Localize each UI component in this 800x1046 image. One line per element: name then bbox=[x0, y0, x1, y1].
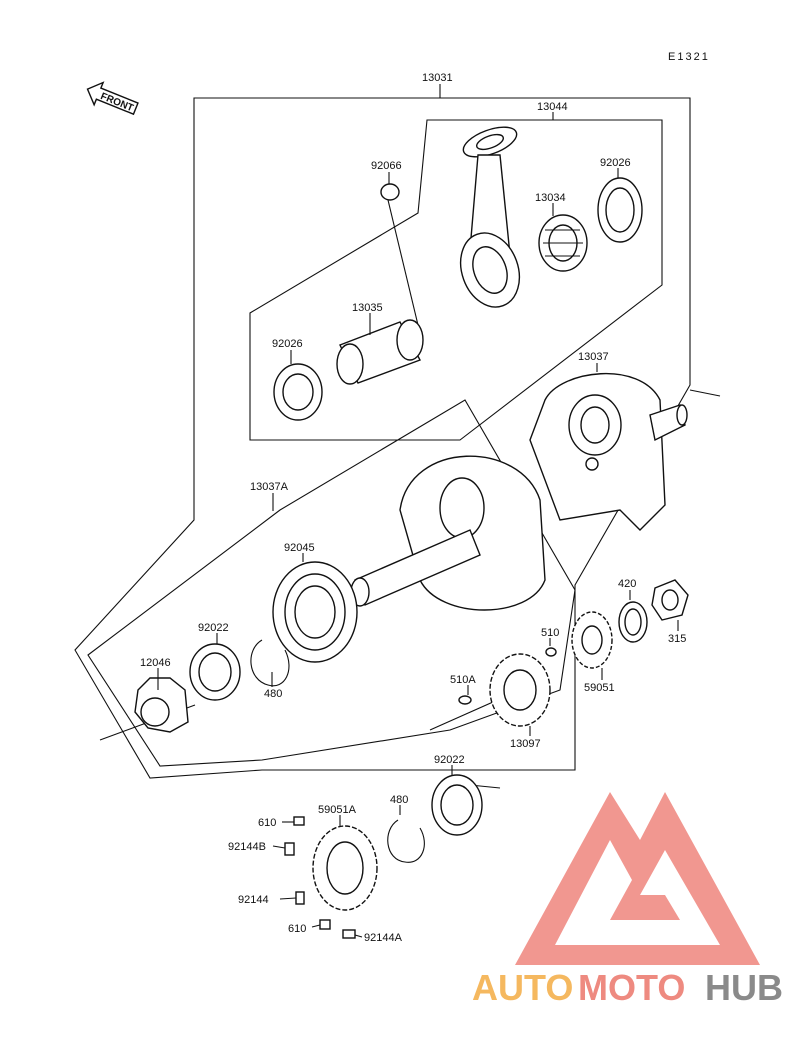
gear-59051 bbox=[571, 611, 613, 669]
label-92144B: 92144B bbox=[228, 841, 266, 853]
spring-92144A bbox=[342, 929, 356, 939]
circlip-480-lower bbox=[387, 819, 425, 863]
label-92022-upper: 92022 bbox=[198, 622, 229, 634]
label-13044: 13044 bbox=[537, 101, 568, 113]
leader-lines bbox=[157, 168, 679, 938]
assembly-outline-13037A bbox=[87, 399, 576, 767]
label-480-lower: 480 bbox=[390, 794, 408, 806]
crank-pin-13035 bbox=[336, 319, 424, 385]
pin-92066 bbox=[380, 183, 400, 201]
washer-92022-lower bbox=[431, 774, 483, 836]
label-92144: 92144 bbox=[238, 894, 269, 906]
crank-half-13037 bbox=[529, 372, 688, 531]
label-480-upper: 480 bbox=[264, 688, 282, 700]
label-59051A: 59051A bbox=[318, 804, 357, 816]
label-92045: 92045 bbox=[284, 542, 315, 554]
label-92066: 92066 bbox=[371, 160, 402, 172]
label-610-lower: 610 bbox=[288, 923, 306, 935]
label-13097: 13097 bbox=[510, 738, 541, 750]
label-59051: 59051 bbox=[584, 682, 615, 694]
label-92026-lower: 92026 bbox=[272, 338, 303, 350]
watermark-auto: AUTO bbox=[472, 967, 573, 1008]
label-315: 315 bbox=[668, 633, 686, 645]
label-13037A: 13037A bbox=[250, 481, 289, 493]
washer-92026-upper bbox=[597, 177, 643, 243]
spring-92144 bbox=[295, 891, 305, 905]
nut-315 bbox=[651, 579, 689, 621]
key-510A bbox=[458, 695, 472, 705]
watermark-moto: MOTO bbox=[578, 967, 685, 1008]
needle-bearing bbox=[538, 214, 588, 272]
label-610-upper: 610 bbox=[258, 817, 276, 829]
pin-610-lower bbox=[319, 919, 331, 930]
label-13031: 13031 bbox=[422, 72, 453, 84]
gear-12046 bbox=[134, 677, 189, 733]
washer-92022-upper bbox=[189, 643, 241, 701]
washer-420 bbox=[618, 601, 648, 643]
watermark-logo bbox=[515, 792, 760, 965]
label-92026-upper: 92026 bbox=[600, 157, 631, 169]
watermark-text: AUTO MOTO HUB bbox=[472, 967, 783, 1008]
assembly-outline-13044 bbox=[249, 112, 663, 441]
label-13035: 13035 bbox=[352, 302, 383, 314]
label-92022-lower: 92022 bbox=[434, 754, 465, 766]
washer-92026-lower bbox=[273, 363, 323, 421]
spring-92144B bbox=[284, 842, 295, 856]
label-510: 510 bbox=[541, 627, 559, 639]
assembly-outline-13031 bbox=[74, 84, 691, 779]
key-510 bbox=[545, 647, 557, 657]
label-12046: 12046 bbox=[140, 657, 171, 669]
connecting-rod bbox=[459, 126, 521, 308]
label-420: 420 bbox=[618, 578, 636, 590]
label-510A: 510A bbox=[450, 674, 476, 686]
gear-13097 bbox=[489, 653, 551, 727]
pin-610-upper bbox=[293, 816, 305, 826]
front-arrow-icon: FRONT bbox=[86, 81, 139, 116]
diagram-code: E1321 bbox=[668, 51, 710, 63]
label-13037: 13037 bbox=[578, 351, 609, 363]
crank-half-13037A bbox=[350, 455, 546, 611]
label-92144A: 92144A bbox=[364, 932, 403, 944]
label-13034: 13034 bbox=[535, 192, 566, 204]
watermark-hub: HUB bbox=[705, 967, 783, 1008]
circlip-480-upper bbox=[250, 639, 290, 687]
gear-59051A bbox=[312, 825, 378, 911]
ball-bearing-92045 bbox=[272, 561, 358, 663]
